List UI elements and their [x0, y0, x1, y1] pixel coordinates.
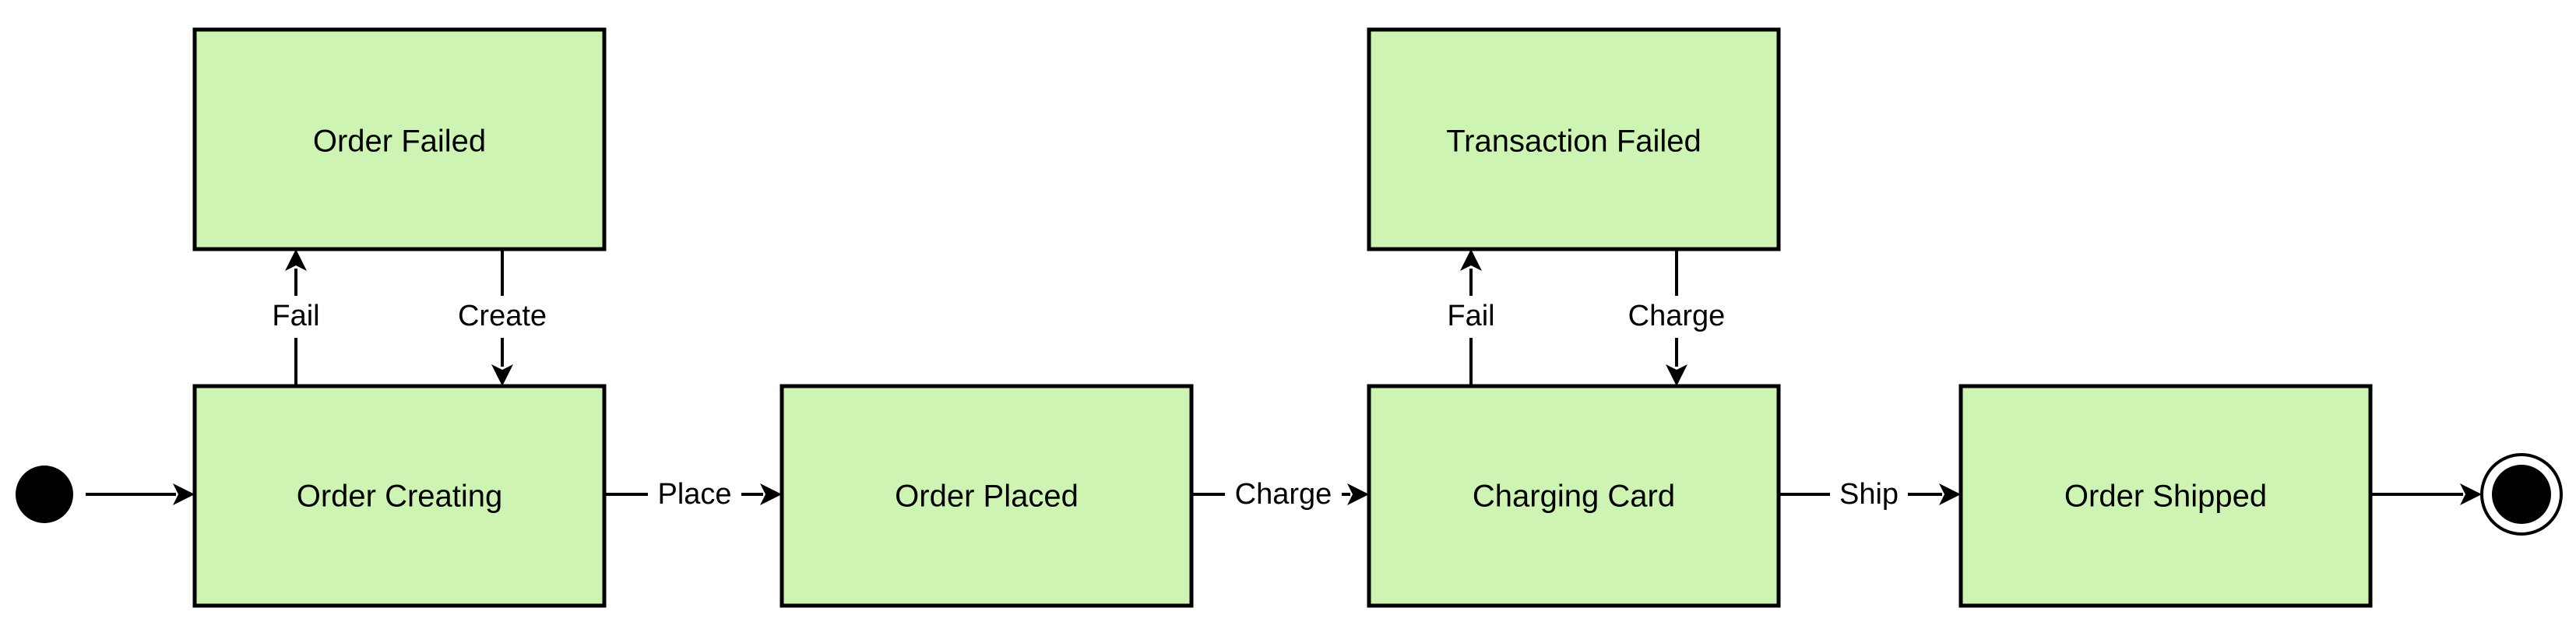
transition-label-charge-retry: Charge: [1628, 300, 1726, 332]
transition-label-fail-transaction: Fail: [1447, 300, 1494, 332]
state-order-failed[interactable]: Order Failed: [192, 27, 607, 251]
state-charging-card[interactable]: Charging Card: [1367, 384, 1781, 608]
transition-place: Place: [604, 475, 782, 514]
transition-charge-retry: Charge: [1623, 249, 1730, 386]
initial-state-dot: [16, 466, 73, 523]
state-label-charging-card: Charging Card: [1473, 480, 1675, 514]
state-label-order-failed: Order Failed: [313, 125, 486, 159]
state-order-creating[interactable]: Order Creating: [192, 384, 607, 608]
transition-label-charge: Charge: [1235, 478, 1332, 511]
transition-label-fail-order: Fail: [272, 300, 319, 332]
transition-fail-order: Fail: [269, 249, 322, 386]
state-transaction-failed[interactable]: Transaction Failed: [1367, 27, 1781, 251]
transition-charge: Charge: [1191, 475, 1369, 514]
transition-label-ship: Ship: [1839, 478, 1899, 511]
state-label-order-creating: Order Creating: [297, 480, 503, 514]
transition-label-create: Create: [458, 300, 547, 332]
transition-create: Create: [452, 249, 553, 386]
transition-end: [2370, 483, 2482, 505]
state-label-order-shipped: Order Shipped: [2064, 480, 2267, 514]
transition-fail-transaction: Fail: [1445, 249, 1497, 386]
state-order-shipped[interactable]: Order Shipped: [1958, 384, 2373, 608]
transition-label-place: Place: [657, 478, 731, 511]
state-label-order-placed: Order Placed: [895, 480, 1079, 514]
final-state-node: [2480, 453, 2563, 536]
transition-ship: Ship: [1779, 475, 1961, 514]
state-label-transaction-failed: Transaction Failed: [1446, 125, 1701, 159]
state-order-placed[interactable]: Order Placed: [779, 384, 1194, 608]
transition-start: [86, 483, 195, 505]
